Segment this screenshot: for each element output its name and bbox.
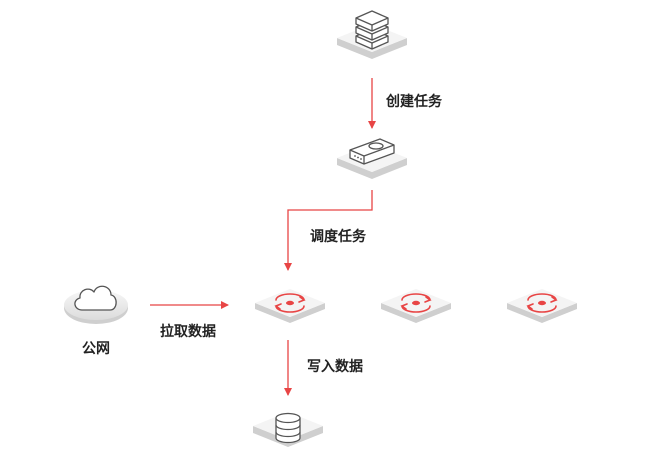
- worker-node-2: [381, 289, 451, 323]
- public-network-node: [64, 285, 128, 324]
- cloud-icon: [74, 285, 117, 311]
- layered-stack-node: [337, 10, 407, 59]
- step-label-pull-data: 拉取数据: [160, 324, 216, 340]
- server-box-icon: [349, 138, 395, 165]
- worker-node-3: [507, 289, 577, 323]
- arrow-schedule-task: [284, 190, 373, 271]
- step-label-create-task: 创建任务: [386, 94, 442, 110]
- database-icon: [275, 412, 301, 444]
- sync-worker-icon: [274, 293, 306, 313]
- sync-worker-icon: [400, 293, 432, 313]
- layered-stack-icon: [355, 10, 389, 50]
- scheduler-node: [337, 138, 407, 179]
- database-node: [253, 412, 323, 447]
- step-label-write-data: 写入数据: [307, 359, 363, 375]
- step-label-schedule-task: 调度任务: [310, 229, 366, 245]
- node-label-public-network: 公网: [82, 341, 110, 357]
- flow-arrows: [150, 78, 376, 396]
- sync-worker-icon: [526, 293, 558, 313]
- worker-node-1: [255, 289, 325, 323]
